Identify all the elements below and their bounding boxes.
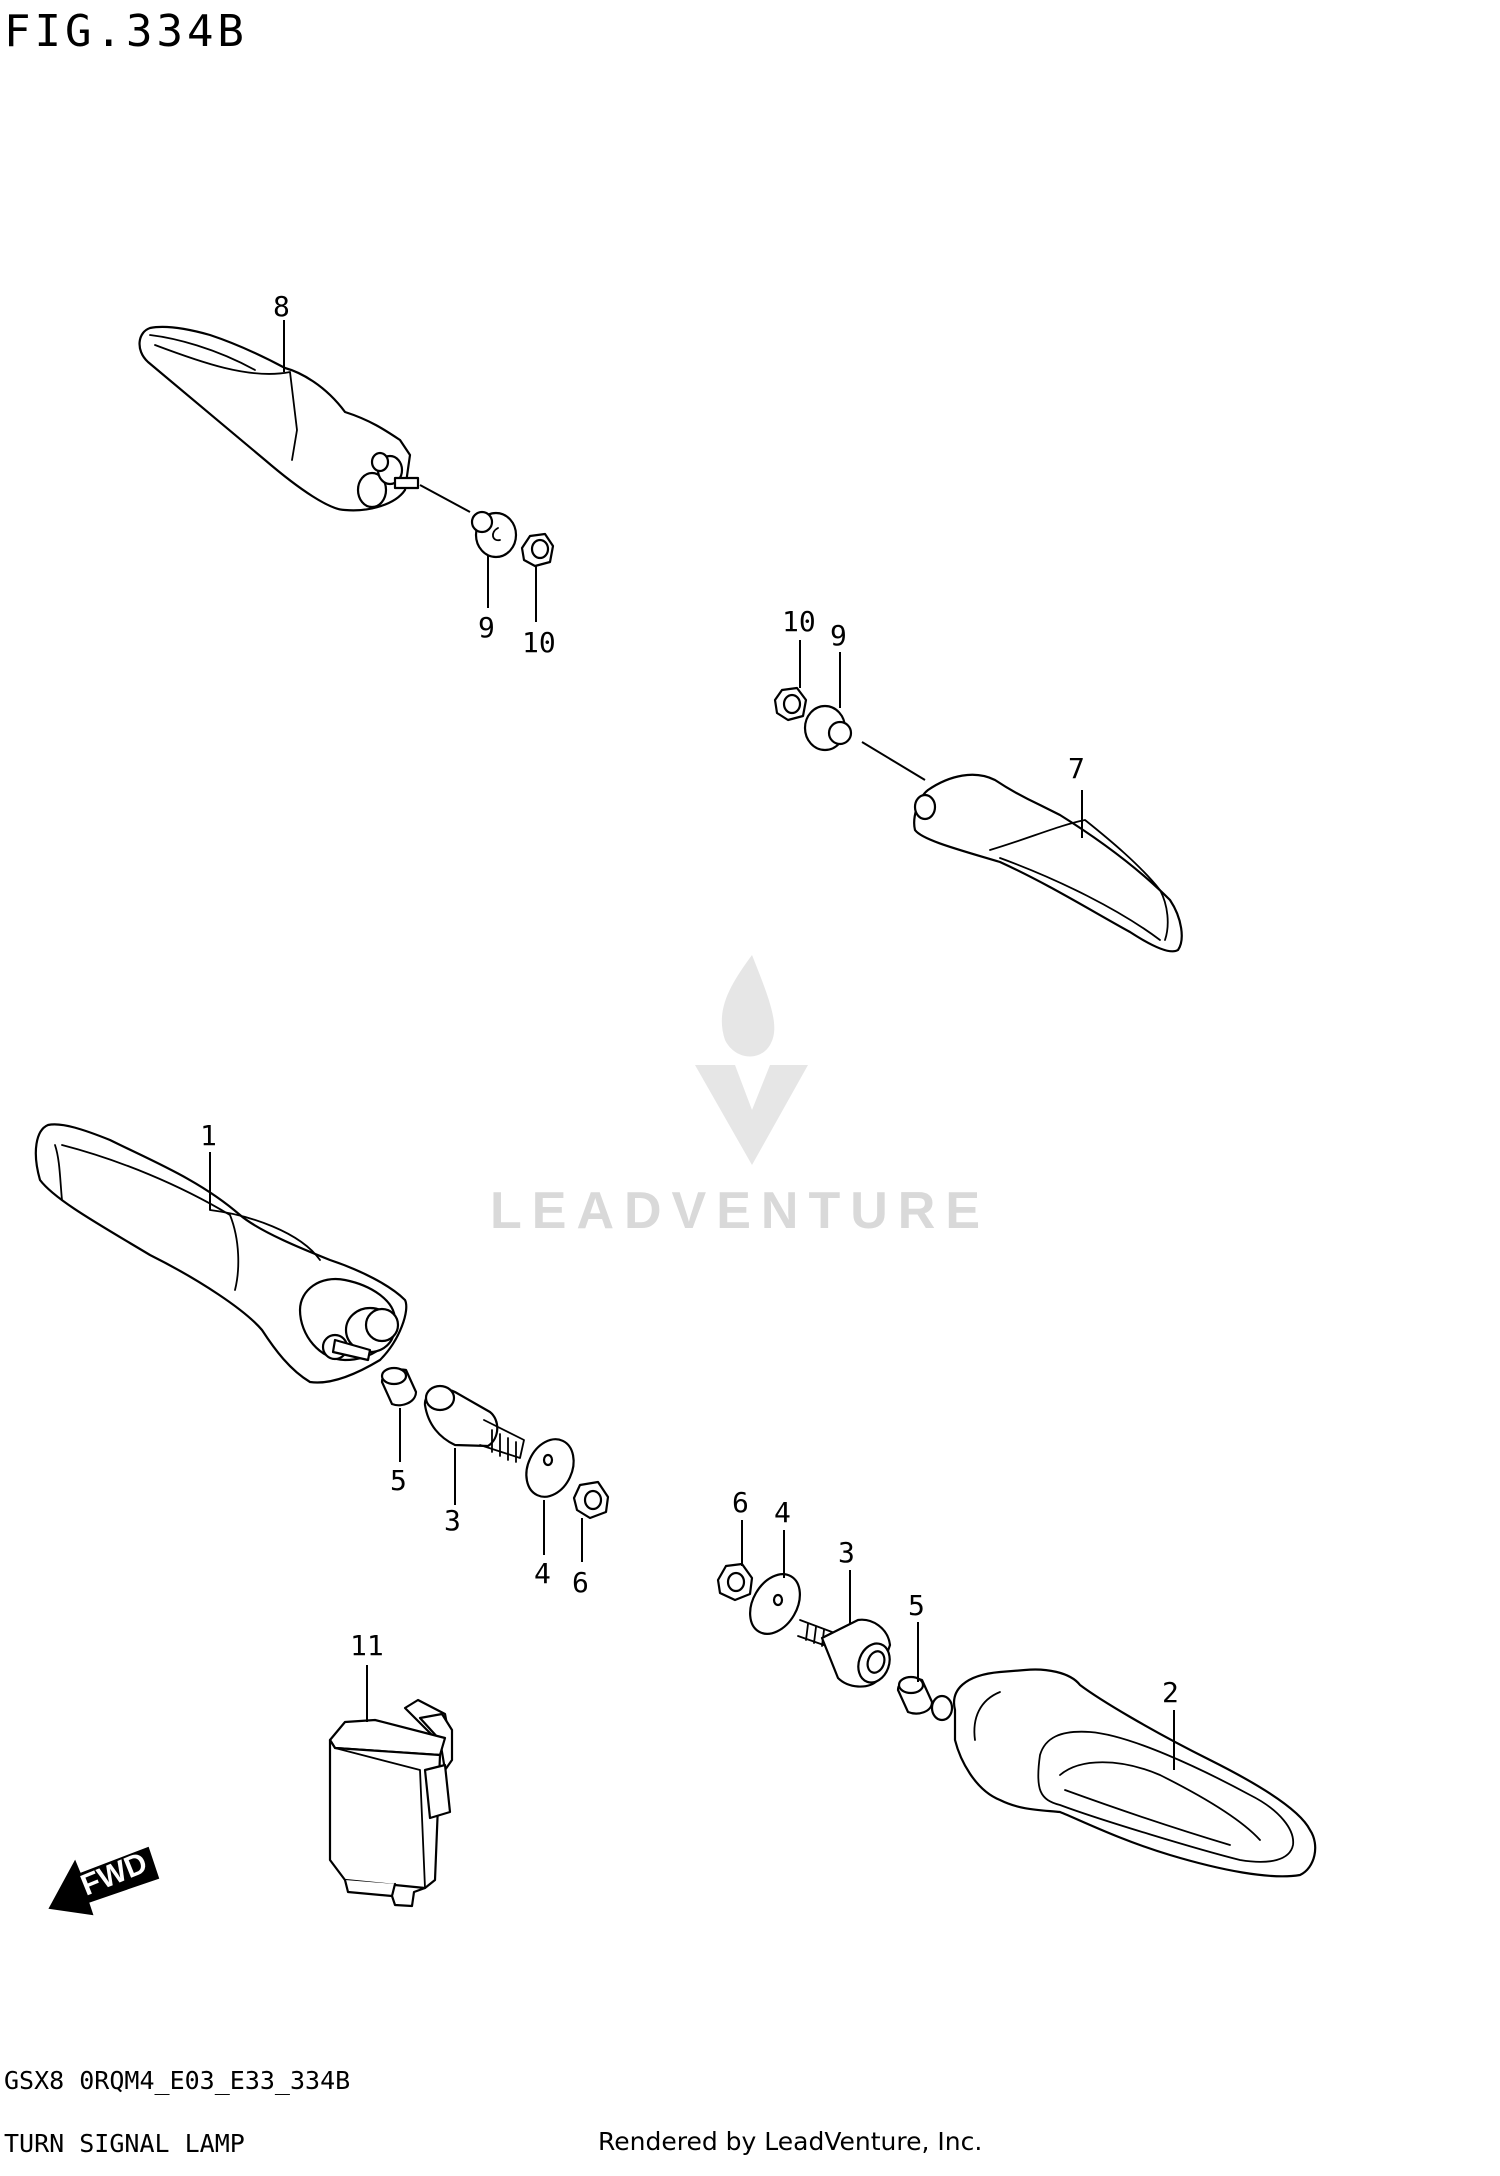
callout-4-right: 4	[774, 1496, 791, 1529]
callout-3-right: 3	[838, 1536, 855, 1569]
footer-rendered-by: Rendered by LeadVenture, Inc.	[598, 2127, 982, 2156]
callout-5-left: 5	[390, 1464, 407, 1497]
callout-6-left: 6	[572, 1566, 589, 1599]
callout-10-right: 10	[782, 605, 816, 638]
part-7-turn-signal	[913, 773, 1183, 953]
callout-5-right: 5	[908, 1589, 925, 1622]
callout-11: 11	[350, 1629, 384, 1662]
fwd-arrow-icon: FWD	[48, 1846, 160, 1916]
part-6-nut-right	[716, 1562, 754, 1602]
callout-3-left: 3	[444, 1504, 461, 1537]
watermark: LEADVENTURE	[490, 955, 990, 1240]
part-10-nut-upper	[520, 532, 555, 568]
leader-8-stud	[419, 484, 471, 513]
callout-1: 1	[200, 1119, 217, 1152]
callout-6-right: 6	[732, 1486, 749, 1519]
watermark-v-icon	[695, 1065, 808, 1165]
callout-9-right: 9	[830, 619, 847, 652]
part-9-washer-upper	[470, 510, 518, 559]
callout-7: 7	[1068, 752, 1085, 785]
part-3-mount-right	[797, 1618, 892, 1688]
callout-10-upper: 10	[522, 626, 556, 659]
part-9-washer-right	[803, 704, 853, 752]
part-4-washer-left	[525, 1438, 575, 1498]
footer-model-code: GSX8 0RQM4_E03_E33_334B	[4, 2066, 350, 2095]
part-8-turn-signal	[138, 325, 420, 512]
part-5-collar-right	[896, 1675, 934, 1715]
part-10-nut-right	[773, 686, 808, 722]
part-1-turn-signal	[34, 1123, 408, 1384]
footer-section-name: TURN SIGNAL LAMP	[4, 2129, 245, 2158]
leader-7-stud	[861, 741, 926, 781]
part-4-washer-right	[749, 1573, 801, 1635]
part-2-turn-signal	[930, 1668, 1317, 1878]
callout-2: 2	[1162, 1676, 1179, 1709]
figure-title: FIG.334B	[4, 6, 248, 57]
callout-4-left: 4	[534, 1557, 551, 1590]
watermark-brand: LEADVENTURE	[490, 1182, 990, 1240]
callout-8: 8	[273, 290, 290, 323]
part-6-nut-left	[572, 1480, 610, 1520]
watermark-flame-icon	[721, 955, 775, 1057]
callout-9-upper: 9	[478, 611, 495, 644]
part-11-relay	[328, 1698, 454, 1908]
part-3-mount-left	[423, 1384, 525, 1463]
part-5-collar-left	[380, 1366, 418, 1407]
